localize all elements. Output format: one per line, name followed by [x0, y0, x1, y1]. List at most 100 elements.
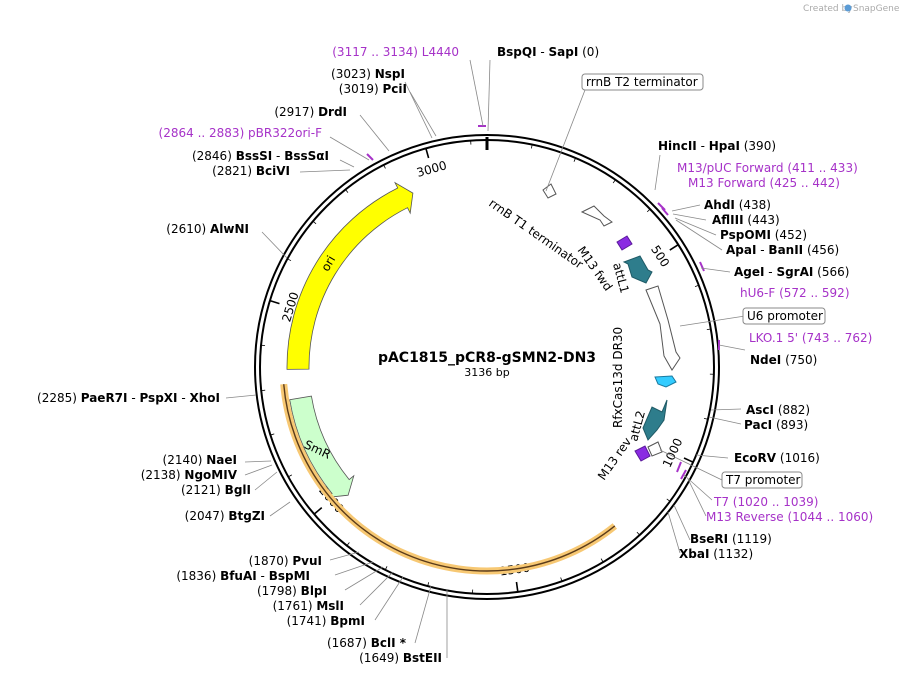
highlight-arc-core: [283, 384, 616, 572]
primer-label-lko15: LKO.1 5' (743 .. 762): [749, 331, 872, 345]
site-label-btgzi: (2047) BtgZI: [185, 509, 265, 523]
site-label-hincii: HincII - HpaI (390): [658, 139, 776, 153]
credit-brand: SnapGene: [853, 4, 900, 14]
backbone-outer: [254, 134, 720, 600]
m13-fwd-arrow: [616, 235, 633, 251]
minor-tick: [287, 258, 292, 262]
primer-label-t7: T7 (1020 .. 1039): [713, 495, 818, 509]
minor-tick: [600, 558, 604, 563]
site-label-ndei: NdeI (750): [750, 353, 817, 367]
site-label-afliii: AflIII (443): [712, 213, 780, 227]
minor-tick: [646, 208, 651, 213]
site-label-bcli: (1687) BclI *: [327, 636, 407, 650]
site-label-pcii: (3019) PciI: [339, 82, 407, 96]
site-label-apai: ApaI - BanII (456): [726, 243, 839, 257]
primer-label-pbr322orif: (2864 .. 2883) pBR322ori-F: [159, 126, 323, 140]
svg-text:T7 promoter: T7 promoter: [725, 473, 801, 487]
feature-label-ori: ori: [318, 253, 338, 274]
label-m13-fwd: M13 fwd: [575, 244, 616, 294]
minor-tick: [666, 498, 671, 502]
site-label-bcivi: (2821) BciVI: [212, 164, 290, 178]
major-tick: [669, 244, 679, 251]
site-label-bseri: BseRI (1119): [690, 532, 772, 546]
site-label-naei: (2140) NaeI: [163, 453, 237, 467]
tick-label: 3000: [415, 158, 448, 180]
box-rrnb-t2: rrnB T2 terminator: [581, 73, 704, 91]
svg-text:rrnB T2 terminator: rrnB T2 terminator: [586, 75, 698, 89]
t7-promoter-arrow: [647, 441, 663, 457]
site-label-bgli: (2121) BglI: [181, 483, 251, 497]
minor-tick: [560, 577, 563, 582]
feature-smr: [289, 395, 355, 498]
minor-tick: [706, 328, 711, 331]
site-label-bsteii: (1649) BstEII: [359, 651, 442, 665]
major-tick: [683, 457, 694, 463]
primer-mark-hu6-f: [699, 261, 705, 272]
label-m13-rev: M13 rev: [595, 435, 634, 483]
site-label-ahdi: AhdI (438): [704, 198, 771, 212]
site-label-bsssi: (2846) BssSI - BssSαI: [192, 149, 329, 163]
minor-tick: [384, 566, 388, 571]
box-t7-promoter: T7 promoter: [721, 471, 803, 489]
major-tick: [515, 581, 519, 593]
minor-tick: [703, 417, 708, 420]
site-label-blpi: (1798) BlpI: [257, 584, 327, 598]
minor-tick: [288, 474, 293, 478]
site-label-nspi: (3023) NspI: [331, 67, 405, 81]
minor-tick: [530, 144, 533, 149]
minor-tick: [427, 582, 430, 587]
leader-lines: [225, 59, 746, 658]
svg-text:U6 promoter: U6 promoter: [747, 309, 823, 323]
site-label-paci: PacI (893): [744, 418, 808, 432]
site-label-bspqi: BspQI - SapI (0): [497, 45, 599, 59]
major-tick: [313, 507, 323, 515]
box-u6-promoter: U6 promoter: [742, 307, 826, 325]
minor-tick: [312, 220, 317, 225]
minor-tick: [636, 531, 640, 536]
tick-marks: [261, 140, 714, 594]
attL2-arrow: [642, 399, 668, 441]
m13-rev-arrow: [634, 445, 651, 462]
primer-label-m13reverse: M13 Reverse (1044 .. 1060): [706, 510, 873, 524]
site-label-pvui: (1870) PvuI: [249, 554, 322, 568]
primer-label-hu6f: hU6-F (572 .. 592): [740, 286, 850, 300]
minor-tick: [612, 179, 616, 184]
site-label-alwni: (2610) AlwNI: [166, 222, 249, 236]
primer-label-l4440: (3117 .. 3134) L4440: [332, 45, 459, 59]
site-label-drdi: (2917) DrdI: [274, 105, 347, 119]
site-label-pspomi: PspOMI (452): [720, 228, 807, 242]
site-label-bfuai: (1836) BfuAI - BspMI: [176, 569, 310, 583]
minor-tick: [573, 157, 576, 162]
credit-created-by: Created by: [803, 4, 853, 14]
primer-mark-m13-reverse: [680, 469, 687, 480]
label-rrnb-t1: rrnB T1 terminator: [486, 196, 586, 272]
feature-ori: [286, 181, 414, 370]
site-label-paer7i: (2285) PaeR7I - PspXI - XhoI: [37, 391, 220, 405]
minor-tick: [694, 284, 699, 288]
rrnb-t2-terminator-arrow: [542, 183, 557, 199]
plasmid-name: pAC1815_pCR8-gSMN2-DN3: [378, 350, 596, 366]
site-label-asci: AscI (882): [746, 403, 810, 417]
site-label-agei: AgeI - SgrAI (566): [734, 265, 849, 279]
primer-labels: (3117 .. 3134) L4440 (2864 .. 2883) pBR32…: [159, 45, 874, 524]
minor-tick: [346, 542, 350, 546]
primer-mark-m13-forward: [661, 207, 669, 216]
primer-mark-pbr322ori-f: [366, 153, 374, 161]
primer-label-m13pucforward: M13/pUC Forward (411 .. 433): [677, 161, 858, 175]
major-tick: [269, 299, 280, 305]
attL1-arrow: [622, 255, 653, 284]
tick-label: 1000: [660, 436, 686, 470]
site-label-ngomiv: (2138) NgoMIV: [141, 468, 238, 482]
plasmid-length: 3136 bp: [464, 366, 509, 379]
minor-tick: [345, 189, 349, 193]
site-label-bpmi: (1741) BpmI: [287, 614, 365, 628]
u6-promoter-arrow: [645, 285, 681, 371]
rrnb-t1-terminator-arrow: [580, 205, 613, 227]
minor-tick: [383, 164, 386, 169]
restriction-site-labels: BspQI - SapI (0) (3023) NspI(3019) PciI (2…: [37, 45, 849, 665]
primer-label-m13forward: M13 Forward (425 .. 442): [688, 176, 840, 190]
rfxcas13d-dr30-arrow: [654, 375, 677, 388]
tick-label: 500: [648, 243, 672, 270]
